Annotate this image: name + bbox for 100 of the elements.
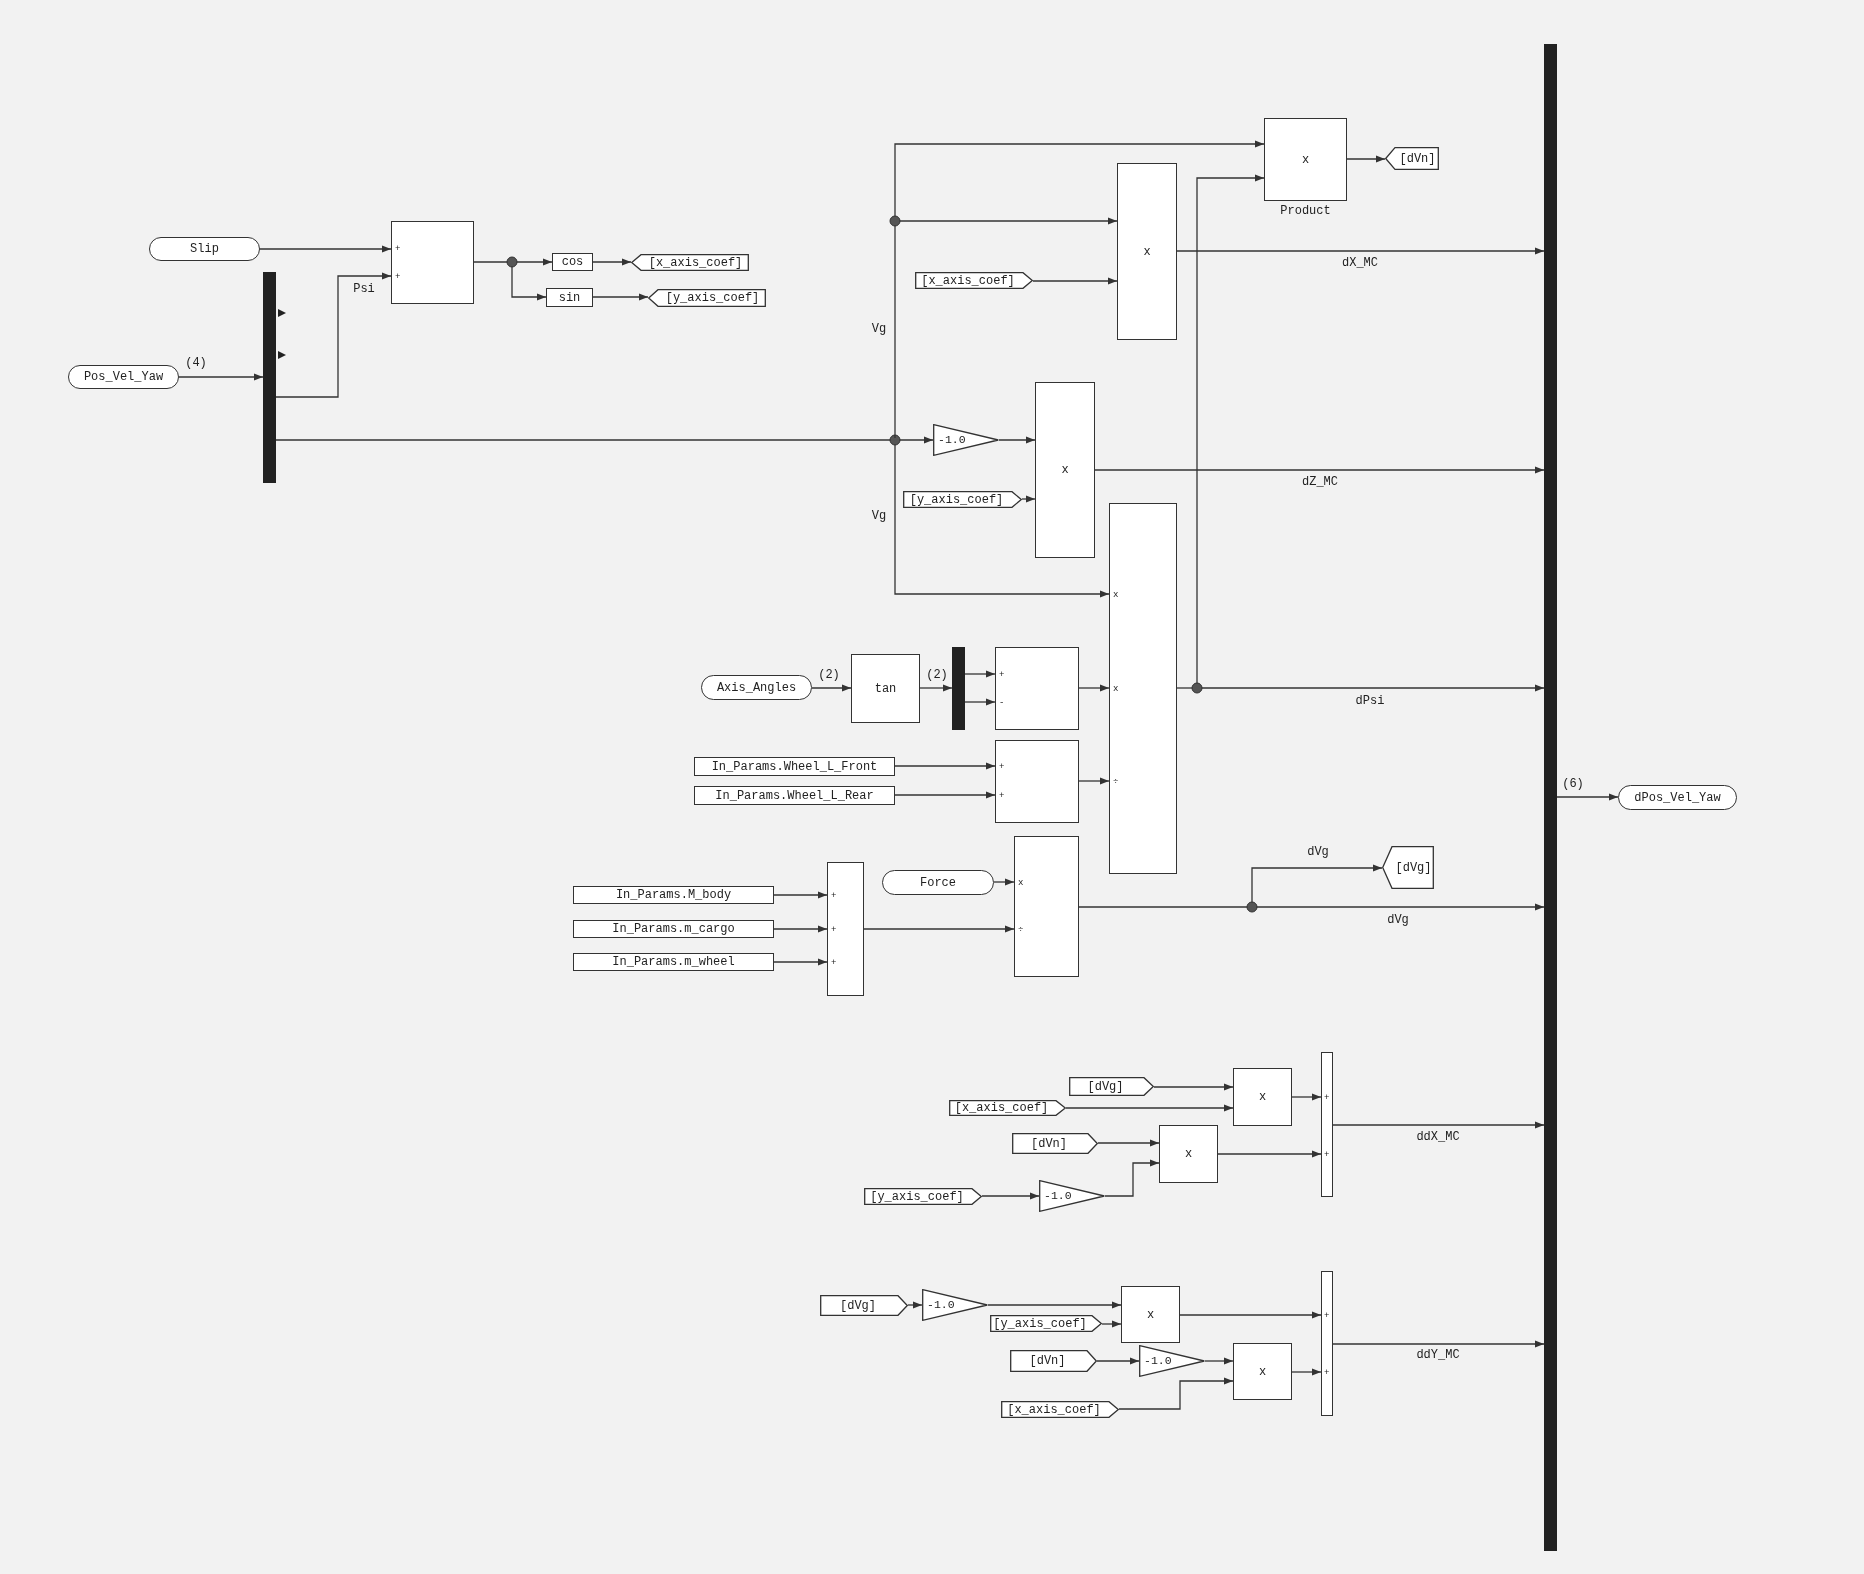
tag-label: [y_axis_coef]	[909, 492, 1004, 507]
port-sign: +	[999, 762, 1005, 772]
signal-label: ddY_MC	[1414, 1348, 1462, 1362]
signal-line	[1556, 793, 1619, 801]
signal-line	[1176, 682, 1203, 694]
gain-triangle	[1039, 1180, 1105, 1212]
tag-label: [dVn]	[1399, 151, 1436, 166]
gain-triangle	[933, 424, 999, 456]
signal-label: dZ_MC	[1300, 475, 1340, 489]
function-name: cos	[561, 255, 584, 269]
port-sign: +	[395, 244, 401, 254]
gain-value: -1.0	[1044, 1189, 1072, 1203]
from-tag	[903, 491, 1022, 508]
signal-line	[1078, 901, 1258, 913]
tag-label: [y_axis_coef]	[870, 1189, 964, 1204]
constant-block	[573, 886, 774, 904]
goto-tag	[648, 289, 766, 307]
function-block	[552, 253, 593, 271]
signal-line	[773, 925, 828, 933]
goto-tag	[1382, 846, 1434, 889]
signal-line	[1078, 777, 1110, 785]
tag-label: [x_axis_coef]	[921, 273, 1015, 288]
from-tag	[820, 1295, 908, 1316]
signal-label: Vg	[869, 322, 889, 336]
tag-label: [x_axis_coef]	[648, 255, 743, 270]
signal-line	[964, 698, 996, 706]
gain-triangle	[922, 1289, 988, 1321]
sum-block	[391, 221, 474, 304]
sum-block	[827, 862, 864, 996]
signal-line	[1097, 1139, 1160, 1147]
gain-value: -1.0	[927, 1298, 955, 1312]
operator-sign: x	[1258, 1364, 1267, 1379]
port-sign: +	[1324, 1150, 1330, 1160]
product-block	[1233, 1343, 1292, 1400]
gain-value: -1.0	[1144, 1354, 1172, 1368]
operator-sign: x	[1184, 1147, 1193, 1161]
signal-line	[259, 245, 392, 253]
port-name: Slip	[190, 242, 219, 256]
port-sign: +	[831, 891, 837, 901]
tag-label: [x_axis_coef]	[1007, 1402, 1101, 1417]
from-tag	[949, 1100, 1066, 1116]
signal-line	[1094, 466, 1545, 474]
tag-label: [y_axis_coef]	[993, 1316, 1087, 1331]
signal-line	[894, 762, 996, 770]
signal-label: ddX_MC	[1414, 1130, 1462, 1144]
constant-block	[573, 920, 774, 938]
signal-line	[1204, 1357, 1234, 1365]
product-block	[1233, 1068, 1292, 1126]
product-block	[1159, 1125, 1218, 1183]
divide-block	[1014, 836, 1079, 977]
from-tag	[915, 272, 1033, 289]
sum-block	[995, 740, 1079, 823]
operator-sign: x	[1061, 463, 1069, 477]
signal-label: dVg	[1385, 913, 1411, 927]
signal-line	[894, 791, 996, 799]
from-tag	[864, 1188, 982, 1205]
signal-line	[919, 684, 953, 692]
signal-line	[987, 1301, 1122, 1309]
port-sign: x	[1113, 590, 1119, 600]
signal-line	[473, 256, 518, 268]
signal-label: dVg	[1305, 845, 1331, 859]
signal-line	[1078, 684, 1110, 692]
signal-line	[1104, 1159, 1160, 1197]
parameter-name: In_Params.m_cargo	[612, 922, 735, 936]
port-sign: +	[831, 958, 837, 968]
from-tag	[1069, 1077, 1154, 1096]
product-block	[1121, 1286, 1180, 1343]
parameter-name: In_Params.m_wheel	[612, 955, 735, 969]
goto-tag	[1385, 147, 1439, 170]
port-sign: +	[1324, 1368, 1330, 1378]
signal-line	[1291, 1093, 1322, 1101]
signal-line	[1217, 1150, 1322, 1158]
port-sign: +	[395, 272, 401, 282]
signal-line	[773, 958, 828, 966]
from-tag	[1001, 1401, 1119, 1418]
parameter-name: In_Params.M_body	[615, 888, 732, 902]
signal-line	[863, 925, 1015, 933]
signal-label: Vg	[869, 509, 889, 523]
operator-sign: x	[1301, 152, 1310, 167]
from-tag	[1012, 1133, 1098, 1154]
mux-bar	[1544, 44, 1557, 1551]
inport-block	[701, 675, 812, 700]
signal-line	[811, 684, 852, 692]
signal-line	[592, 258, 632, 266]
gain-value: -1.0	[938, 433, 966, 447]
signal-line	[1291, 1368, 1322, 1376]
operator-sign: x	[1258, 1090, 1267, 1104]
port-name: dPos_Vel_Yaw	[1634, 790, 1721, 805]
signal-line	[1179, 1311, 1322, 1319]
outport-block	[1618, 785, 1737, 810]
signal-line	[907, 1301, 923, 1309]
inport-block	[149, 237, 260, 261]
sum-block	[995, 647, 1079, 730]
constant-block	[694, 786, 895, 805]
tag-label: [x_axis_coef]	[954, 1101, 1049, 1115]
from-tag	[1010, 1350, 1097, 1372]
product-block	[1117, 163, 1177, 340]
function-block	[546, 288, 593, 307]
signal-line	[1118, 1377, 1234, 1410]
signal-label: dX_MC	[1340, 256, 1380, 270]
